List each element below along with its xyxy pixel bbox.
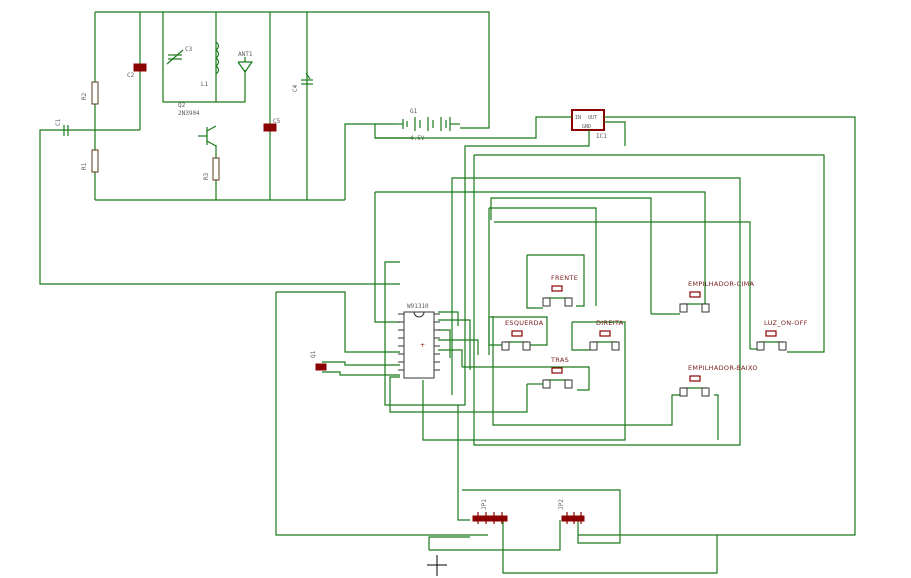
ic1-ref-label: IC1 bbox=[596, 133, 607, 140]
c2-label: C2 bbox=[127, 72, 135, 79]
tras-label: TRAS bbox=[550, 356, 569, 364]
g1-ref-label: G1 bbox=[410, 108, 418, 115]
trimmer-capacitor-c3: C3 bbox=[166, 46, 193, 65]
ic1-out-label: OUT bbox=[588, 115, 597, 121]
switch-tras: TRAS bbox=[542, 356, 573, 389]
ic1-gnd-label: GND bbox=[582, 124, 591, 130]
luz-label: LUZ_ON-OFF bbox=[764, 319, 808, 327]
main-ic-label: W91310 bbox=[407, 303, 429, 310]
q1-label: Q1 bbox=[310, 350, 317, 358]
capacitor-c4: C4 bbox=[292, 72, 313, 92]
origin-crosshair-icon bbox=[427, 555, 447, 576]
jp1-label: JP1 bbox=[481, 499, 488, 510]
antenna-ant1: ANT1 bbox=[237, 51, 254, 74]
switch-esquerda: ESQUERDA bbox=[501, 319, 544, 351]
inductor-l1: L1 bbox=[201, 41, 220, 88]
switch-frente: FRENTE bbox=[542, 274, 578, 307]
empilhador-cima-label: EMPILHADOR-CIMA bbox=[688, 280, 754, 288]
switch-empilhador-cima: EMPILHADOR-CIMA bbox=[679, 280, 754, 313]
switch-luz: LUZ_ON-OFF bbox=[756, 319, 808, 351]
r2-label: R2 bbox=[81, 92, 88, 100]
jumper-jp1: JP1 bbox=[472, 499, 508, 524]
switch-empilhador-baixo: EMPILHADOR-BAIXO bbox=[679, 364, 758, 397]
jumper-jp2: JP2 bbox=[558, 499, 585, 524]
transistor-q2: Q2 2N3904 bbox=[178, 102, 217, 147]
interconnect-wires bbox=[275, 116, 856, 574]
c1-label: C1 bbox=[55, 118, 62, 126]
svg-text:+: + bbox=[420, 342, 425, 349]
r3-label: R3 bbox=[203, 172, 210, 180]
ant1-label: ANT1 bbox=[238, 51, 253, 58]
resistor-r2: R2 bbox=[81, 81, 99, 105]
rf-section-wires bbox=[39, 11, 490, 285]
q2-part-label: 2N3904 bbox=[178, 110, 200, 117]
capacitor-c1: C1 bbox=[55, 118, 69, 136]
c3-label: C3 bbox=[185, 46, 193, 53]
resistor-r3: R3 bbox=[203, 157, 220, 181]
c4-label: C4 bbox=[292, 84, 299, 92]
frente-label: FRENTE bbox=[551, 274, 578, 282]
ic1-in-label: IN bbox=[575, 115, 581, 121]
crystal-q1: Q1 bbox=[310, 350, 327, 371]
encoder-ic-w91310: + W91310 bbox=[398, 303, 440, 379]
esquerda-label: ESQUERDA bbox=[505, 319, 544, 327]
capacitor-c2: C2 bbox=[127, 63, 147, 79]
c5-label: C5 bbox=[273, 118, 281, 125]
direita-label: DIREITA bbox=[596, 319, 624, 327]
battery-g1: G1 4.5V bbox=[395, 108, 460, 142]
empilhador-baixo-label: EMPILHADOR-BAIXO bbox=[688, 364, 758, 372]
l1-label: L1 bbox=[201, 81, 209, 88]
regulator-ic1: IN OUT GND IC1 bbox=[571, 109, 607, 140]
capacitor-c5: C5 bbox=[263, 118, 281, 132]
jp2-label: JP2 bbox=[558, 499, 565, 510]
q2-ref-label: Q2 bbox=[178, 102, 186, 109]
r1-label: R1 bbox=[81, 162, 88, 170]
switch-direita: DIREITA bbox=[589, 319, 624, 351]
resistor-r1: R1 bbox=[81, 149, 99, 173]
